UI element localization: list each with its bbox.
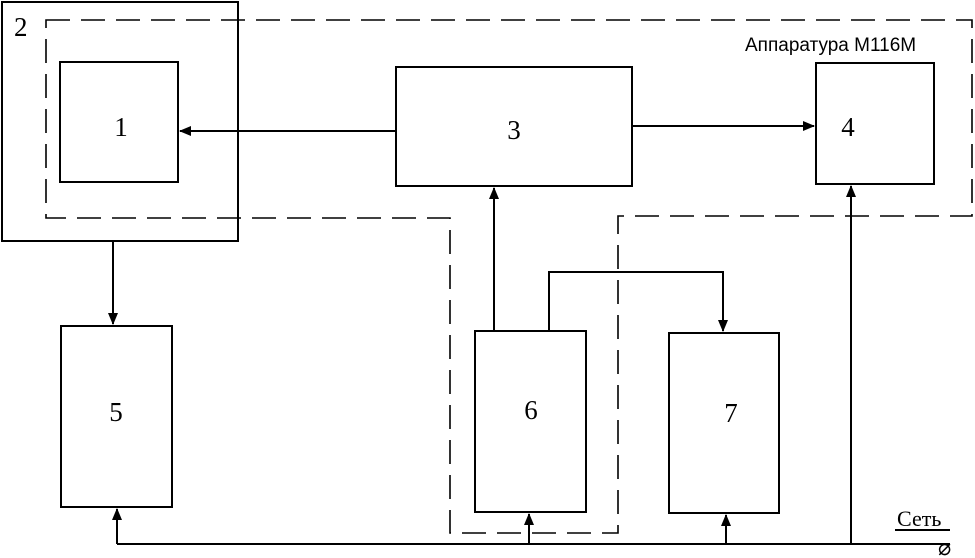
block-2 [1, 1, 239, 242]
apparatus-label: Аппаратура М116М [745, 35, 916, 56]
block-6-label: 6 [524, 395, 538, 425]
block-7 [668, 332, 780, 514]
network-terminal-icon: ⌀ [938, 535, 951, 558]
apparatus-boundary [45, 19, 973, 534]
block-2-label: 2 [14, 12, 28, 42]
block-4-label: 4 [841, 112, 855, 142]
block-7-label: 7 [724, 398, 738, 428]
block-3 [395, 66, 633, 187]
block-3-label: 3 [507, 115, 521, 145]
block-1 [59, 61, 179, 183]
arrow-6-to-7 [548, 271, 728, 332]
block-6 [474, 330, 587, 513]
block-4 [815, 62, 935, 185]
block-5 [60, 325, 173, 508]
block-5-label: 5 [109, 397, 123, 427]
network-label: Сеть [897, 506, 941, 531]
block-1-label: 1 [114, 112, 128, 142]
